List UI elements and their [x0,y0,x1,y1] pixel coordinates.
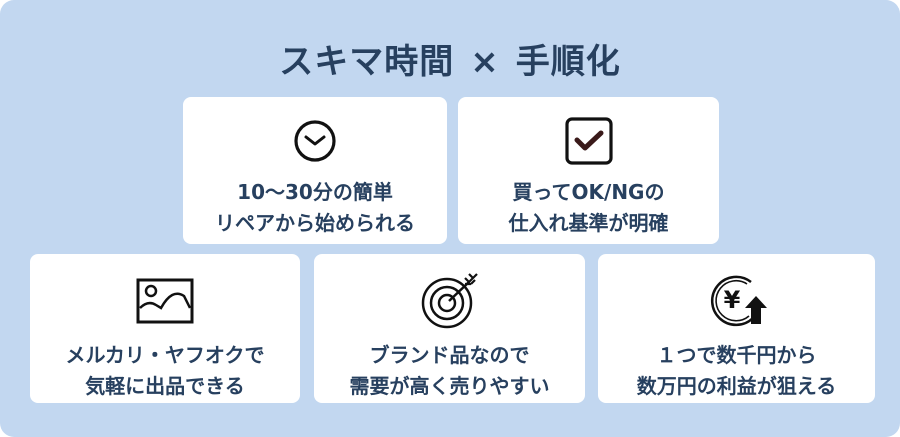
feature-card-criteria: 買ってOK/NGの 仕入れ基準が明確 [458,97,719,244]
feature-card-listing: メルカリ・ヤフオクで 気軽に出品できる [30,254,300,403]
card-line-2: 需要が高く売りやすい [349,374,550,398]
card-line-1: 買ってOK/NGの [512,180,665,204]
card-line-2: 気軽に出品できる [85,374,245,398]
image-icon [136,272,194,330]
checkbox-icon [564,115,614,167]
svg-text:¥: ¥ [723,286,740,314]
clock-icon [293,115,337,167]
title-separator: × [470,42,500,82]
yen-up-icon: ¥ [705,272,769,330]
title-right: 手順化 [515,42,621,82]
target-icon [419,272,481,330]
feature-card-brand-demand: ブランド品なので 需要が高く売りやすい [314,254,585,403]
card-line-1: メルカリ・ヤフオクで [65,343,265,367]
card-line-1: ブランド品なので [369,343,530,367]
card-line-2: 仕入れ基準が明確 [508,211,669,235]
title-left: スキマ時間 [279,42,455,82]
feature-card-profit: ¥ １つで数千円から 数万円の利益が狙える [598,254,875,403]
card-line-2: リペアから始められる [215,211,415,235]
card-line-1: 10〜30分の簡単 [237,180,393,204]
card-line-2: 数万円の利益が狙える [636,374,837,398]
page-title: スキマ時間 × 手順化 [0,34,900,83]
card-line-1: １つで数千円から [656,343,817,367]
feature-card-short-time: 10〜30分の簡単 リペアから始められる [183,97,447,244]
